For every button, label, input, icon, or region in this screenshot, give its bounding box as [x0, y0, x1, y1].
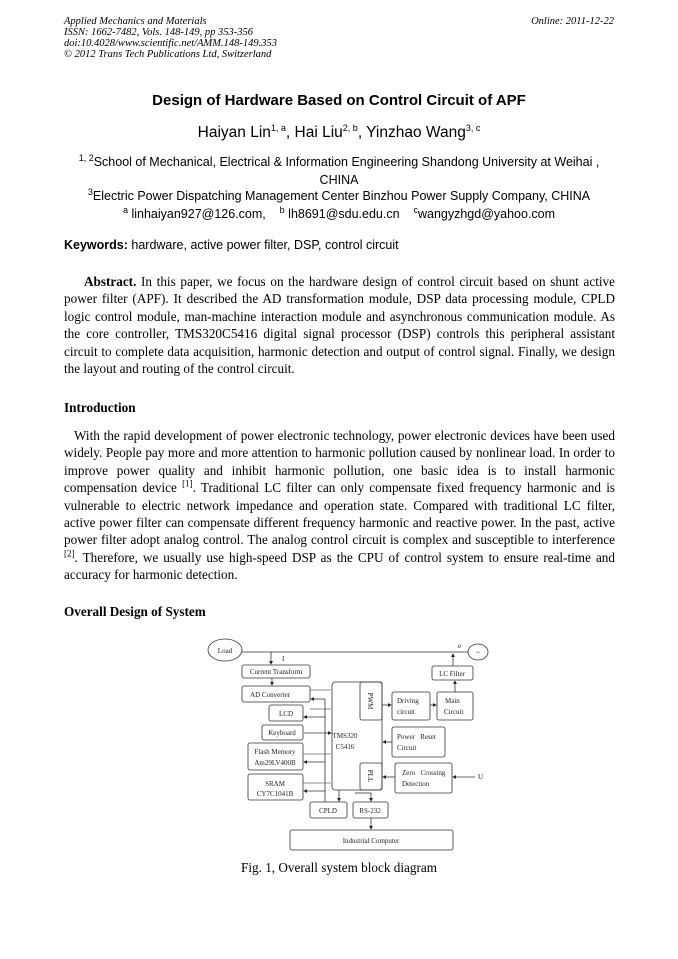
lc-filter-box: [431, 665, 474, 681]
abstract-text: In this paper, we focus on the hardware …: [64, 274, 615, 377]
affiliation-text: Electric Power Dispatching Management Ce…: [92, 189, 591, 203]
ad-converter-box: [241, 685, 311, 703]
cpld-box: [309, 801, 348, 819]
zero-crossing-box: [394, 762, 453, 794]
author-sup: 1, a: [270, 122, 286, 133]
label-lc-filter: LC Filter: [439, 670, 466, 678]
email-sup: b: [279, 204, 285, 215]
email[interactable]: lh8691@sdu.edu.cn: [288, 207, 400, 221]
label-current-transform: Current Transform: [250, 668, 303, 676]
label-load: Load: [218, 647, 233, 655]
keyboard-box: [261, 724, 304, 741]
text: . Traditional LC filter can only compens…: [64, 480, 616, 548]
section-heading-introduction: Introduction: [64, 400, 136, 415]
email[interactable]: wangyzhgd@yahoo.com: [417, 207, 556, 221]
journal-name: Applied Mechanics and Materials: [64, 16, 207, 27]
label-power-reset: Power Reset: [397, 733, 436, 741]
emails: a linhaiyan927@126.com, b lh8691@sdu.edu…: [0, 204, 678, 221]
label-pwm: PWM: [366, 693, 374, 711]
lcd-box: [268, 704, 304, 722]
label-power-reset-2: Circuit: [397, 744, 416, 752]
online-date: Online: 2011-12-22: [531, 16, 614, 27]
section-heading-overall-design: Overall Design of System: [64, 604, 206, 619]
label-driving-2: circuit: [397, 708, 415, 716]
email[interactable]: linhaiyan927@126.com,: [131, 207, 266, 221]
affiliation-1: 1, 2School of Mechanical, Electrical & I…: [0, 153, 678, 189]
label-u: U: [478, 773, 483, 781]
label-dsp-part: C5416: [336, 743, 355, 751]
load-node: [207, 638, 243, 662]
paper-title: Design of Hardware Based on Control Circ…: [152, 92, 526, 109]
text: . Therefore, we usually use high-speed D…: [64, 549, 615, 583]
email-sup: c: [413, 204, 418, 215]
power-reset-box: [391, 726, 446, 758]
connections: [303, 680, 475, 830]
label-dsp: TMS320: [333, 732, 358, 740]
affiliation-sup: 1, 2: [78, 152, 94, 163]
label-main-2: Circuit: [444, 708, 463, 716]
author-sup: 2, b: [342, 122, 358, 133]
rs232-box: [352, 801, 389, 819]
pll-box: [359, 762, 383, 791]
author-sup: 3, c: [465, 122, 481, 133]
label-lcd: LCD: [279, 710, 293, 718]
abstract: Abstract. In this paper, we focus on the…: [64, 273, 615, 377]
current-transform-box: [241, 664, 311, 679]
author: Hai Liu: [294, 124, 343, 141]
dsp-box: [331, 681, 383, 791]
issn: ISSN: 1662-7482, Vols. 148-149, pp 353-3…: [64, 27, 253, 38]
label-cpld: CPLD: [319, 807, 337, 815]
label-main: Main: [445, 697, 460, 705]
keywords: Keywords: hardware, active power filter,…: [64, 238, 399, 252]
label-pll: PLL: [366, 770, 374, 782]
label-sram: SRAM: [265, 780, 286, 788]
affiliation-3: 3Electric Power Dispatching Management C…: [0, 186, 678, 203]
label-sram-part: CY7C1041B: [257, 790, 294, 798]
label-e: e: [458, 642, 461, 650]
abstract-label: Abstract.: [84, 274, 137, 289]
email-sup: a: [122, 204, 128, 215]
affiliation-sup: 3: [87, 186, 93, 197]
label-source: ~: [476, 649, 480, 657]
keywords-text: hardware, active power filter, DSP, cont…: [131, 238, 399, 252]
label-ad: AD Converter: [250, 691, 291, 699]
affiliation-text: CHINA: [319, 173, 359, 187]
author: Yinzhao Wang: [366, 124, 466, 141]
label-driving: Driving: [397, 697, 419, 705]
introduction-paragraph: With the rapid development of power elec…: [64, 427, 615, 584]
label-keyboard: Keyboard: [268, 729, 296, 737]
pwm-box: [359, 681, 383, 721]
label-flash-part: Am29LV400B: [254, 759, 296, 767]
authors: Haiyan Lin1, a, Hai Liu2, b, Yinzhao Wan…: [197, 122, 481, 141]
journal-info: Applied Mechanics and Materials ISSN: 16…: [64, 16, 277, 60]
label-rs232: RS-232: [359, 807, 381, 815]
figure-caption: Fig. 1, Overall system block diagram: [241, 860, 437, 875]
label-flash: Flash Memory: [254, 748, 296, 756]
author: Haiyan Lin: [197, 124, 271, 141]
flash-memory-box: [247, 742, 304, 771]
text: With the rapid development of power elec…: [64, 428, 615, 496]
copyright: © 2012 Trans Tech Publications Ltd, Swit…: [64, 49, 272, 60]
industrial-computer-box: [289, 829, 454, 851]
label-zero-crossing-2: Detection: [402, 780, 430, 788]
keywords-label: Keywords:: [64, 238, 128, 252]
label-zero-crossing: Zero Crossing: [402, 769, 446, 777]
sram-box: [247, 773, 304, 801]
doi: doi:10.4028/www.scientific.net/AMM.148-1…: [64, 38, 277, 49]
driving-circuit-box: [391, 691, 431, 721]
label-industrial-computer: Industrial Computer: [343, 837, 400, 845]
citation[interactable]: [2]: [64, 548, 75, 559]
affiliation-text: School of Mechanical, Electrical & Infor…: [93, 155, 600, 169]
label-i: I: [282, 655, 285, 663]
citation[interactable]: [1]: [182, 478, 193, 489]
